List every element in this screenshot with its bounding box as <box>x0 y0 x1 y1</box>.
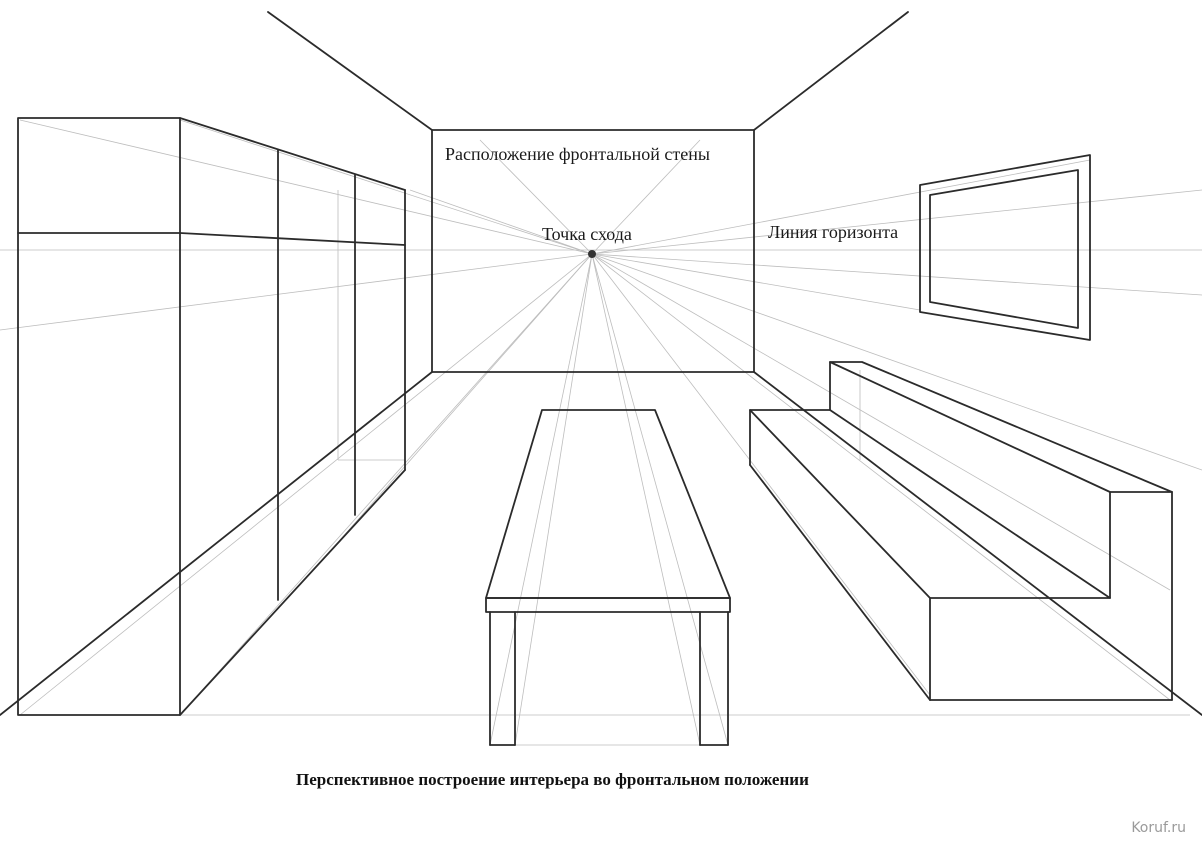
vanishing-point-dot <box>588 250 596 258</box>
wardrobe <box>17 117 406 716</box>
horizon-line-label: Линия горизонта <box>768 222 899 242</box>
table <box>485 409 731 746</box>
frontal-wall-label: Расположение фронтальной стены <box>445 144 710 164</box>
sofa <box>749 361 1173 701</box>
room-edges <box>0 11 1202 716</box>
construction-rays <box>0 119 1202 746</box>
vanishing-point-label: Точка схода <box>542 224 632 244</box>
watermark: Koruf.ru <box>1131 820 1186 836</box>
figure-caption: Перспективное построение интерьера во фр… <box>296 770 809 789</box>
frontal-wall <box>431 129 755 373</box>
picture-frame <box>919 154 1091 341</box>
